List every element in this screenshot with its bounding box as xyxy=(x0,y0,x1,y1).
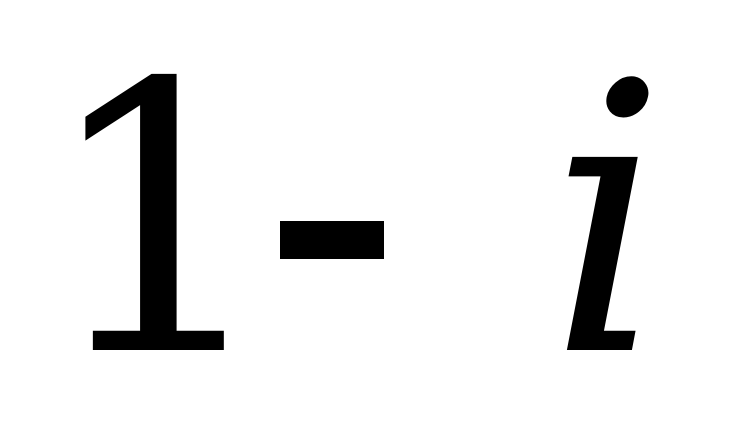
minus-sign: - xyxy=(280,221,384,259)
imaginary-unit-i: i xyxy=(548,5,667,438)
minus-sign-text: - xyxy=(280,221,281,222)
numeral-one: 1 xyxy=(40,5,277,438)
